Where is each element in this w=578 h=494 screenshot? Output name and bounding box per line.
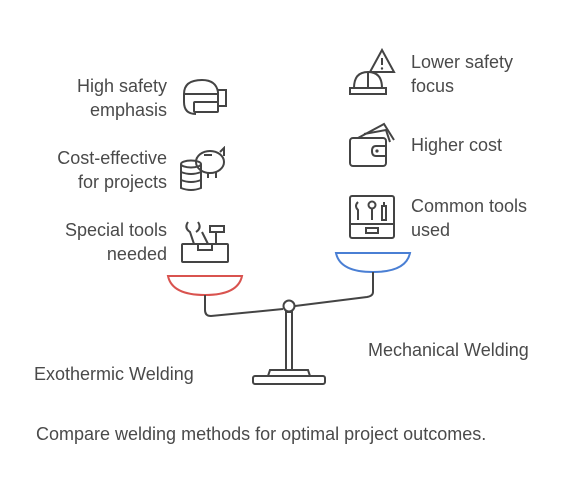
warning-hardhat-icon — [346, 48, 396, 98]
left-item-1-label: High safety emphasis — [76, 76, 167, 120]
piggy-bank-coins-icon — [178, 146, 232, 194]
caption: Compare welding methods for optimal proj… — [36, 424, 487, 444]
right-item-2-label: Higher cost — [411, 135, 503, 155]
left-item-2-label: Cost-effective for projects — [57, 148, 167, 192]
wallet-money-icon — [346, 120, 398, 172]
scale-base — [252, 375, 326, 385]
left-pan — [166, 275, 244, 297]
right-pan — [334, 252, 412, 274]
right-item-1-label: Lower safety focus — [411, 52, 514, 96]
welding-helmet-icon — [180, 76, 230, 120]
left-title: Exothermic Welding — [34, 364, 194, 384]
scale-pivot — [282, 299, 296, 313]
right-title: Mechanical Welding — [368, 340, 529, 360]
scale-post — [285, 311, 293, 371]
toolbox-icon — [180, 218, 230, 264]
tool-kit-icon — [346, 192, 398, 242]
scale-beam — [204, 291, 374, 318]
right-item-3-label: Common tools used — [411, 196, 528, 240]
left-item-3-label: Special tools needed — [64, 220, 167, 264]
